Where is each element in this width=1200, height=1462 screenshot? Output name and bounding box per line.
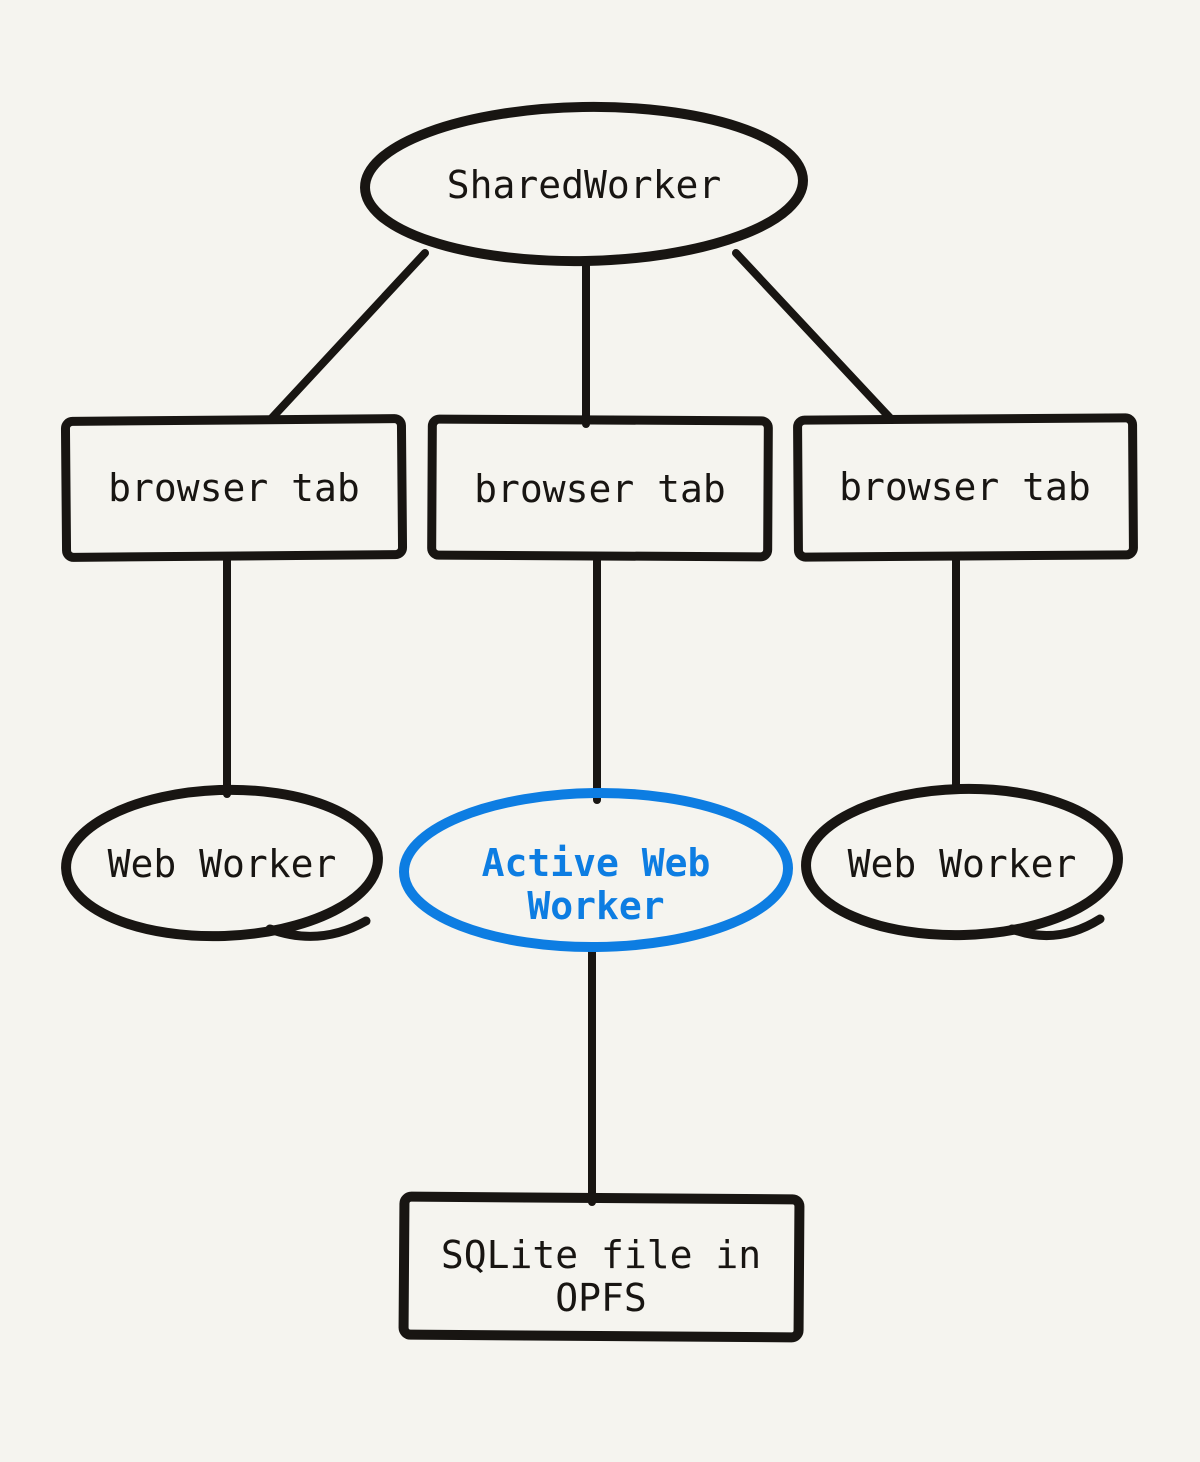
active-web-worker-label-line1: Active Web	[482, 841, 711, 885]
node-sqlite-opfs: SQLite file in OPFS	[398, 1191, 805, 1343]
edges-sharedworker-to-tabs	[266, 249, 896, 428]
browser-tab-3-box	[793, 413, 1138, 562]
sqlite-opfs-box	[398, 1191, 805, 1343]
web-worker-right-label: Web Worker	[848, 842, 1077, 886]
node-active-web-worker: Active Web Worker	[399, 787, 793, 953]
browser-tab-3-label: browser tab	[839, 465, 1091, 509]
edge-sharedworker-tab1	[266, 249, 429, 424]
web-worker-left-pen-tail	[265, 916, 371, 941]
web-worker-left-ellipse	[61, 784, 383, 942]
web-worker-left-label: Web Worker	[108, 842, 337, 886]
active-web-worker-ellipse	[399, 787, 793, 953]
sqlite-opfs-label-line2: OPFS	[555, 1276, 647, 1320]
shared-worker-label: SharedWorker	[447, 163, 722, 207]
browser-tab-1-label: browser tab	[108, 466, 360, 510]
node-browser-tab-1: browser tab	[60, 414, 408, 562]
node-web-worker-left: Web Worker	[61, 784, 383, 942]
edges-tabs-to-workers	[223, 552, 960, 804]
sqlite-opfs-label-line1: SQLite file in	[441, 1233, 761, 1277]
browser-tab-2-box	[427, 414, 773, 562]
node-web-worker-right: Web Worker	[801, 783, 1123, 941]
browser-tab-1-box	[60, 414, 408, 562]
browser-tab-2-label: browser tab	[474, 467, 726, 511]
web-worker-right-ellipse	[801, 783, 1123, 941]
node-shared-worker: SharedWorker	[360, 101, 808, 267]
node-browser-tab-3: browser tab	[793, 413, 1138, 562]
node-browser-tab-2: browser tab	[427, 414, 773, 562]
web-worker-right-pen-tail	[1007, 914, 1105, 941]
edge-sharedworker-tab3	[732, 249, 896, 424]
active-web-worker-label-line2: Worker	[527, 884, 664, 928]
shared-worker-ellipse	[360, 101, 808, 267]
